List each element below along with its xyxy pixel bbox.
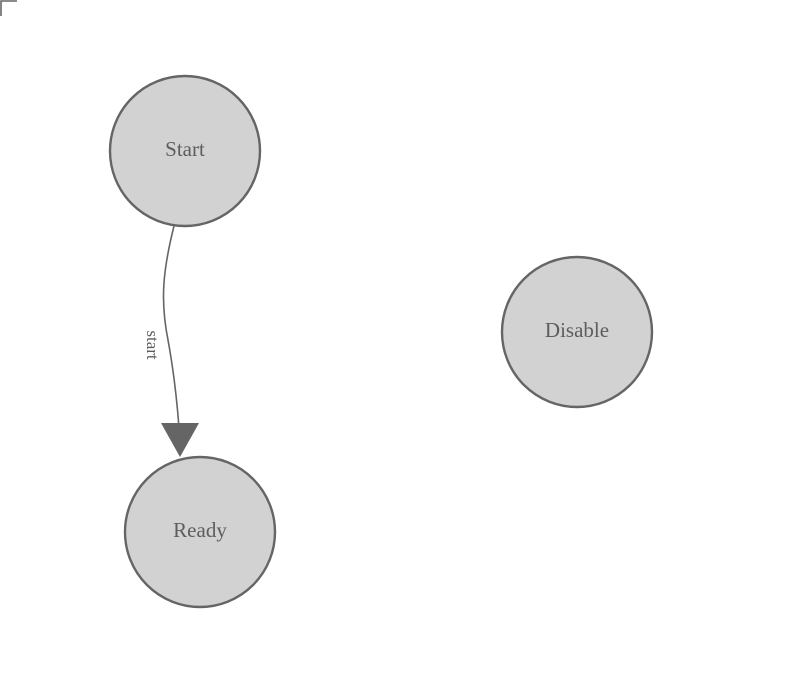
corner-bracket-icon [0, 0, 17, 16]
node-ready[interactable]: Ready [123, 455, 277, 609]
node-disable-circle [500, 255, 654, 409]
node-ready-label: Ready [173, 518, 227, 542]
node-start-circle [108, 74, 262, 228]
edge-start-to-ready[interactable]: start [143, 225, 199, 457]
node-disable[interactable]: Disable [500, 255, 654, 409]
edge-label-start: start [143, 330, 162, 360]
node-disable-label: Disable [545, 318, 609, 342]
node-start-label: Start [165, 137, 205, 161]
node-ready-circle [123, 455, 277, 609]
edge-line [162, 225, 181, 443]
node-start[interactable]: Start [108, 74, 262, 228]
arrowhead-icon [161, 423, 199, 457]
